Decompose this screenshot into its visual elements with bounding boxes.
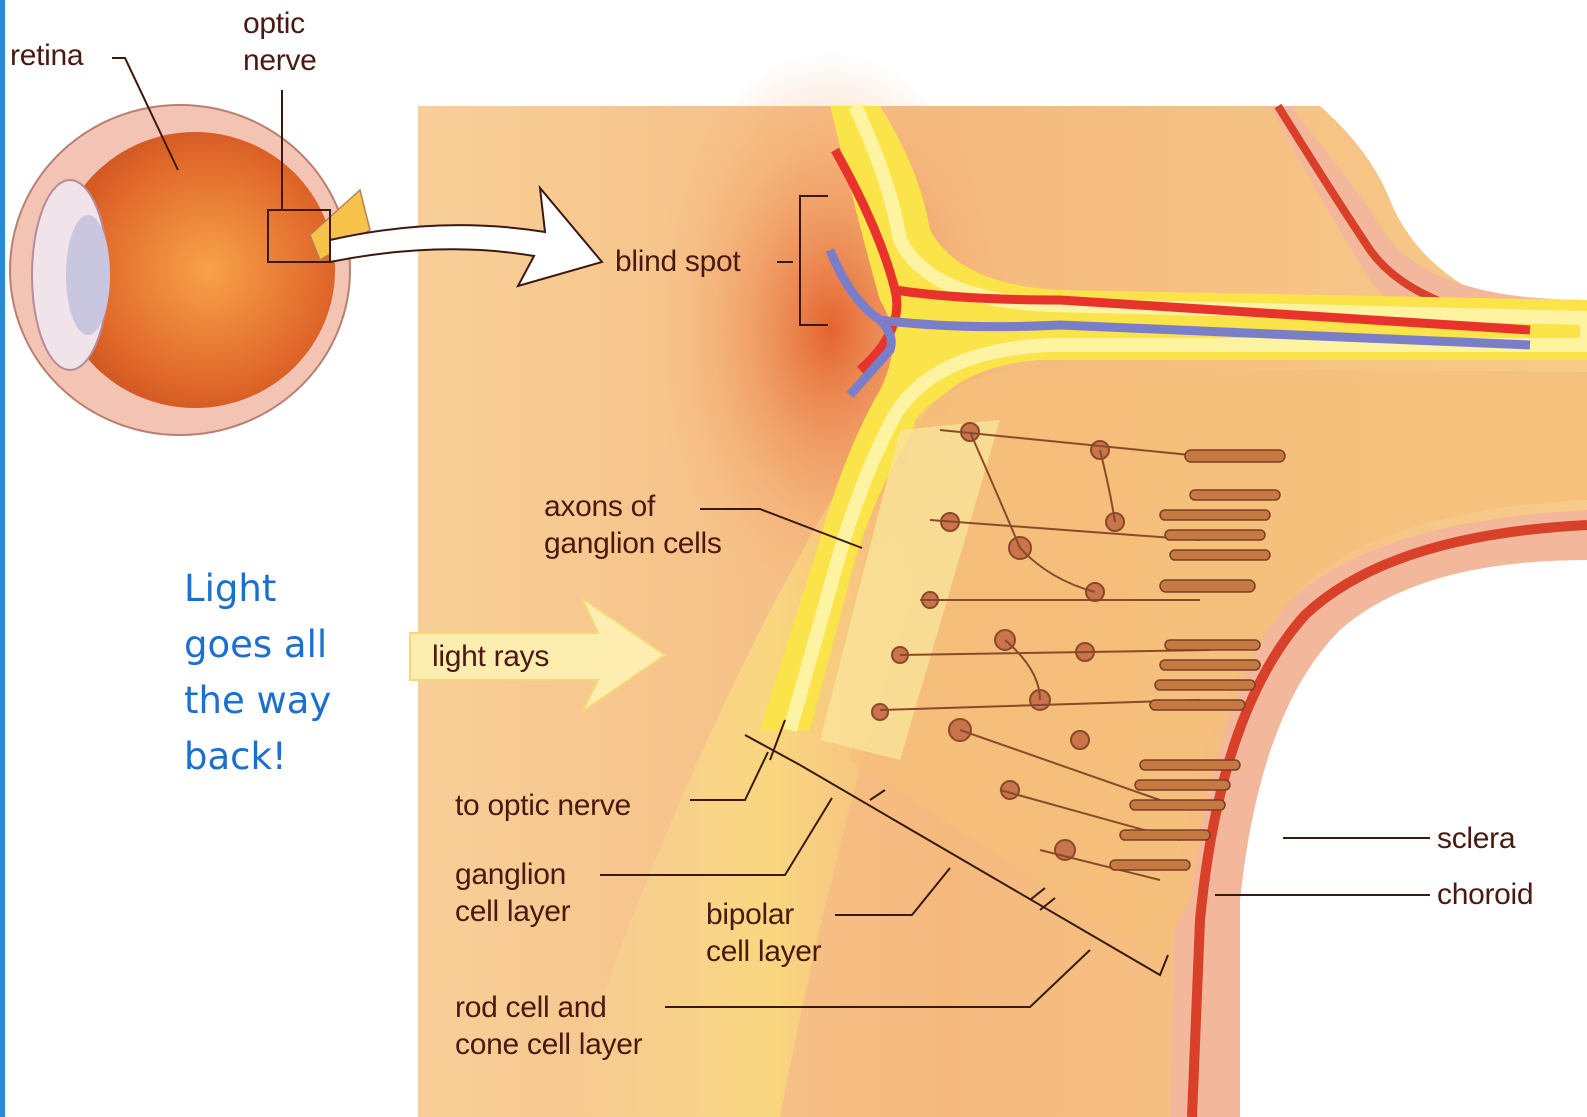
slide-caption: Light goes all the way back! [184,561,394,785]
label-retina: retina [10,37,83,74]
label-sclera: sclera [1437,820,1515,857]
eye-illustration [10,105,370,435]
label-blind-spot: blind spot [615,243,740,280]
label-to-optic-nerve: to optic nerve [455,787,631,824]
label-light-rays: light rays [432,638,549,675]
label-choroid: choroid [1437,876,1533,913]
